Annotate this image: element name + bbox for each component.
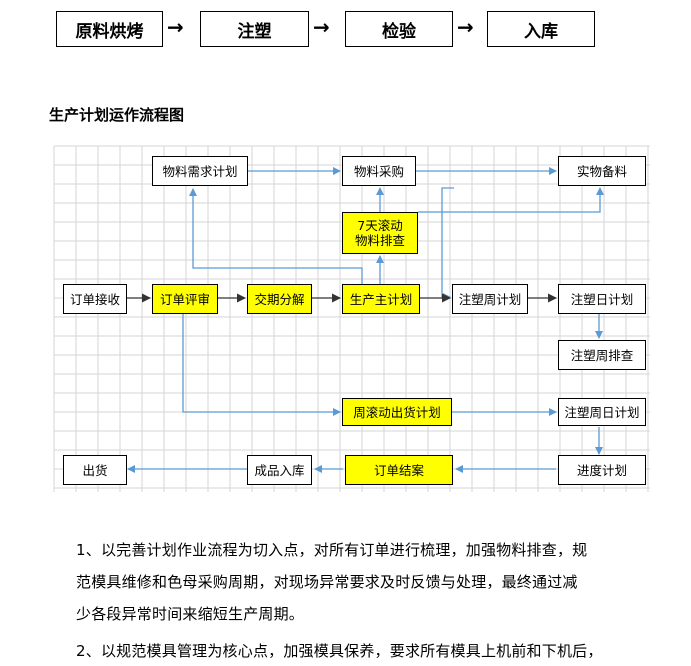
node-material-demand-plan: 物料需求计划 bbox=[152, 156, 248, 186]
node-molding-day-plan: 注塑日计划 bbox=[558, 284, 646, 314]
node-weekly-shipment-plan: 周滚动出货计划 bbox=[342, 398, 452, 426]
process-arrow: → bbox=[167, 15, 184, 39]
node-progress-plan: 进度计划 bbox=[558, 455, 646, 485]
node-physical-stock: 实物备料 bbox=[558, 156, 646, 186]
connector bbox=[418, 187, 604, 213]
node-shipment: 出货 bbox=[63, 455, 127, 485]
connector bbox=[441, 187, 454, 301]
node-material-purchase: 物料采购 bbox=[342, 156, 416, 186]
connector bbox=[189, 188, 363, 285]
node-order-close: 订单结案 bbox=[345, 455, 453, 485]
node-molding-week-check: 注塑周排查 bbox=[558, 340, 646, 370]
section-title: 生产计划运作流程图 bbox=[49, 106, 185, 124]
connector bbox=[182, 313, 341, 416]
node-seven-day-material-check: 7天滚动 物料排查 bbox=[342, 212, 418, 254]
paragraph-1-line-1: 1、以完善计划作业流程为切入点，对所有订单进行梳理，加强物料排查，规 bbox=[76, 541, 588, 559]
flowchart-grid bbox=[53, 145, 650, 492]
node-order-review: 订单评审 bbox=[152, 284, 218, 314]
process-step-molding: 注塑 bbox=[200, 11, 309, 47]
paragraph-1-line-2: 范模具维修和色母采购周期，对现场异常要求及时反馈与处理，最终通过减 bbox=[76, 573, 578, 591]
node-order-receive: 订单接收 bbox=[63, 284, 127, 314]
process-step-storage: 入库 bbox=[487, 11, 595, 47]
process-arrow: → bbox=[313, 15, 330, 39]
process-step-baking: 原料烘烤 bbox=[56, 11, 163, 47]
node-finished-goods-storage: 成品入库 bbox=[247, 455, 312, 485]
process-arrow: → bbox=[457, 15, 474, 39]
node-molding-week-plan: 注塑周计划 bbox=[452, 284, 528, 314]
paragraph-2-line-1: 2、以规范模具管理为核心点，加强模具保养，要求所有模具上机前和下机后， bbox=[76, 642, 603, 660]
node-delivery-breakdown: 交期分解 bbox=[247, 284, 312, 314]
node-molding-week-day-plan: 注塑周日计划 bbox=[558, 398, 646, 426]
process-step-inspection: 检验 bbox=[345, 11, 453, 47]
node-master-production-plan: 生产主计划 bbox=[342, 284, 420, 314]
paragraph-1-line-3: 少各段异常时间来缩短生产周期。 bbox=[76, 605, 305, 623]
